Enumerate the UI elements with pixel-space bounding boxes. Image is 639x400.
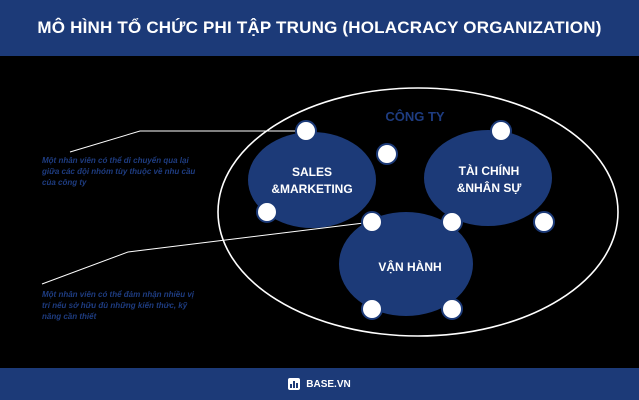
brand-name: BASE.VN (306, 378, 351, 390)
member-node (533, 211, 555, 233)
member-node (490, 120, 512, 142)
pointer-line-2 (41, 221, 373, 285)
team-label-operations: VẬN HÀNH (378, 259, 441, 274)
team-label-finance-line1: TÀI CHÍNH (459, 163, 520, 178)
team-circle-finance (424, 130, 552, 226)
member-node (361, 211, 383, 233)
member-node (361, 298, 383, 320)
member-node (295, 120, 317, 142)
pointer-line-1 (69, 130, 306, 153)
member-node (441, 298, 463, 320)
member-node (441, 211, 463, 233)
company-boundary (217, 87, 619, 337)
team-circle-operations (339, 212, 473, 316)
team-label-sales-line2: &MARKETING (271, 182, 352, 196)
member-node (376, 143, 398, 165)
team-label-sales-line1: SALES (292, 165, 332, 179)
footer-banner: BASE.VN (0, 368, 639, 400)
note-mobility: Một nhân viên có thể di chuyển qua lại g… (42, 156, 196, 187)
member-node (256, 201, 278, 223)
note-multiple-roles: Một nhân viên có thể đảm nhận nhiều vị t… (42, 290, 195, 321)
page-title: MÔ HÌNH TỔ CHỨC PHI TẬP TRUNG (HOLACRACY… (37, 18, 602, 37)
title-banner: MÔ HÌNH TỔ CHỨC PHI TẬP TRUNG (HOLACRACY… (0, 0, 639, 56)
base-logo-icon (288, 378, 301, 390)
team-circle-sales (248, 132, 376, 228)
team-label-finance-line2: &NHÂN SỰ (457, 180, 522, 195)
company-label: CÔNG TY (385, 109, 445, 124)
